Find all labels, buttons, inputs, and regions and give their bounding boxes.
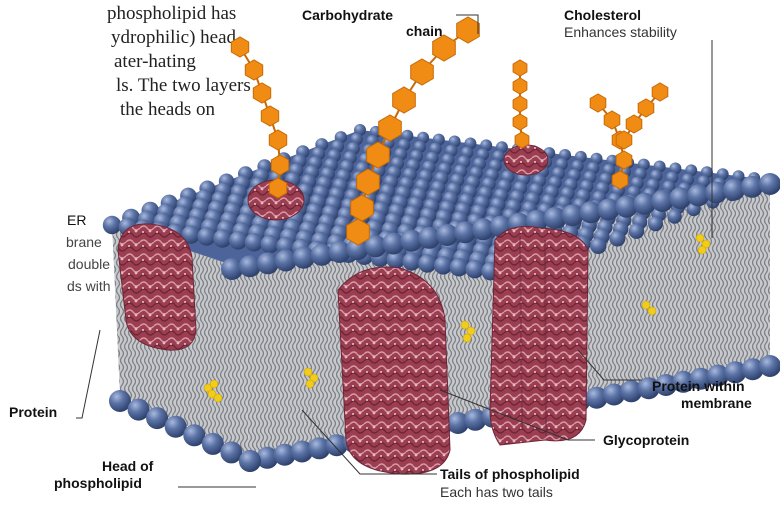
label-cholesterol: Cholesterol	[564, 7, 641, 24]
label-protein: Protein	[9, 404, 57, 421]
sugar-unit	[616, 131, 632, 149]
sugar-unit	[604, 111, 620, 129]
phospholipid-head	[466, 260, 484, 278]
phospholipid-head	[229, 231, 247, 249]
sugar-unit	[269, 130, 286, 150]
sugar-unit	[261, 106, 278, 126]
protein-top-right	[504, 145, 548, 175]
sugar-unit	[513, 78, 527, 94]
sugar-unit	[513, 60, 527, 76]
sugar-unit	[515, 132, 529, 148]
sugar-unit	[652, 83, 668, 101]
label-protein-within-line1: Protein within	[652, 378, 745, 395]
sugar-unit	[590, 94, 606, 112]
sugar-unit	[245, 60, 262, 80]
sugar-unit	[253, 83, 270, 103]
sugar-unit	[612, 171, 628, 189]
label-tails-sub: Each has two tails	[440, 484, 553, 501]
phospholipid-head	[609, 231, 625, 247]
sugar-unit	[457, 17, 480, 43]
sugar-unit	[616, 151, 632, 169]
phospholipid-head	[759, 355, 780, 377]
phospholipid-head	[648, 216, 663, 231]
phospholipid-head	[590, 238, 606, 254]
sugar-unit	[513, 114, 527, 130]
phospholipid-head	[103, 216, 121, 234]
phospholipid-head	[261, 235, 279, 253]
phospholipid-head	[213, 229, 231, 247]
label-carbohydrate-line2: chain	[406, 23, 443, 40]
glycoprotein	[338, 267, 450, 474]
sugar-unit	[393, 87, 416, 113]
phospholipid-head	[197, 227, 215, 245]
sugar-unit	[638, 99, 654, 117]
sugar-unit	[231, 37, 248, 57]
label-head-line1: Head of	[102, 458, 153, 475]
phospholipid-head	[418, 254, 436, 272]
phospholipid-head	[434, 256, 452, 274]
label-cholesterol-sub: Enhances stability	[564, 24, 677, 41]
label-tails: Tails of phospholipid	[440, 466, 580, 483]
label-head-line2: phospholipid	[54, 475, 142, 492]
sugar-unit	[269, 178, 286, 198]
sugar-unit	[271, 155, 288, 175]
label-carbohydrate-line1: Carbohydrate	[302, 7, 393, 24]
phospholipid-head	[245, 233, 263, 251]
sugar-unit	[626, 115, 642, 133]
phospholipid-head	[239, 450, 261, 472]
label-glycoprotein: Glycoprotein	[603, 432, 689, 449]
phospholipid-head	[450, 258, 468, 276]
protein-within-membrane	[490, 227, 588, 446]
label-protein-within-line2: membrane	[681, 395, 752, 412]
sugar-unit	[513, 96, 527, 112]
phospholipid-head	[759, 173, 780, 195]
phospholipid-head	[402, 252, 420, 270]
protein-left	[118, 224, 196, 350]
phospholipid-head	[629, 224, 644, 239]
phospholipid-head	[667, 209, 681, 223]
